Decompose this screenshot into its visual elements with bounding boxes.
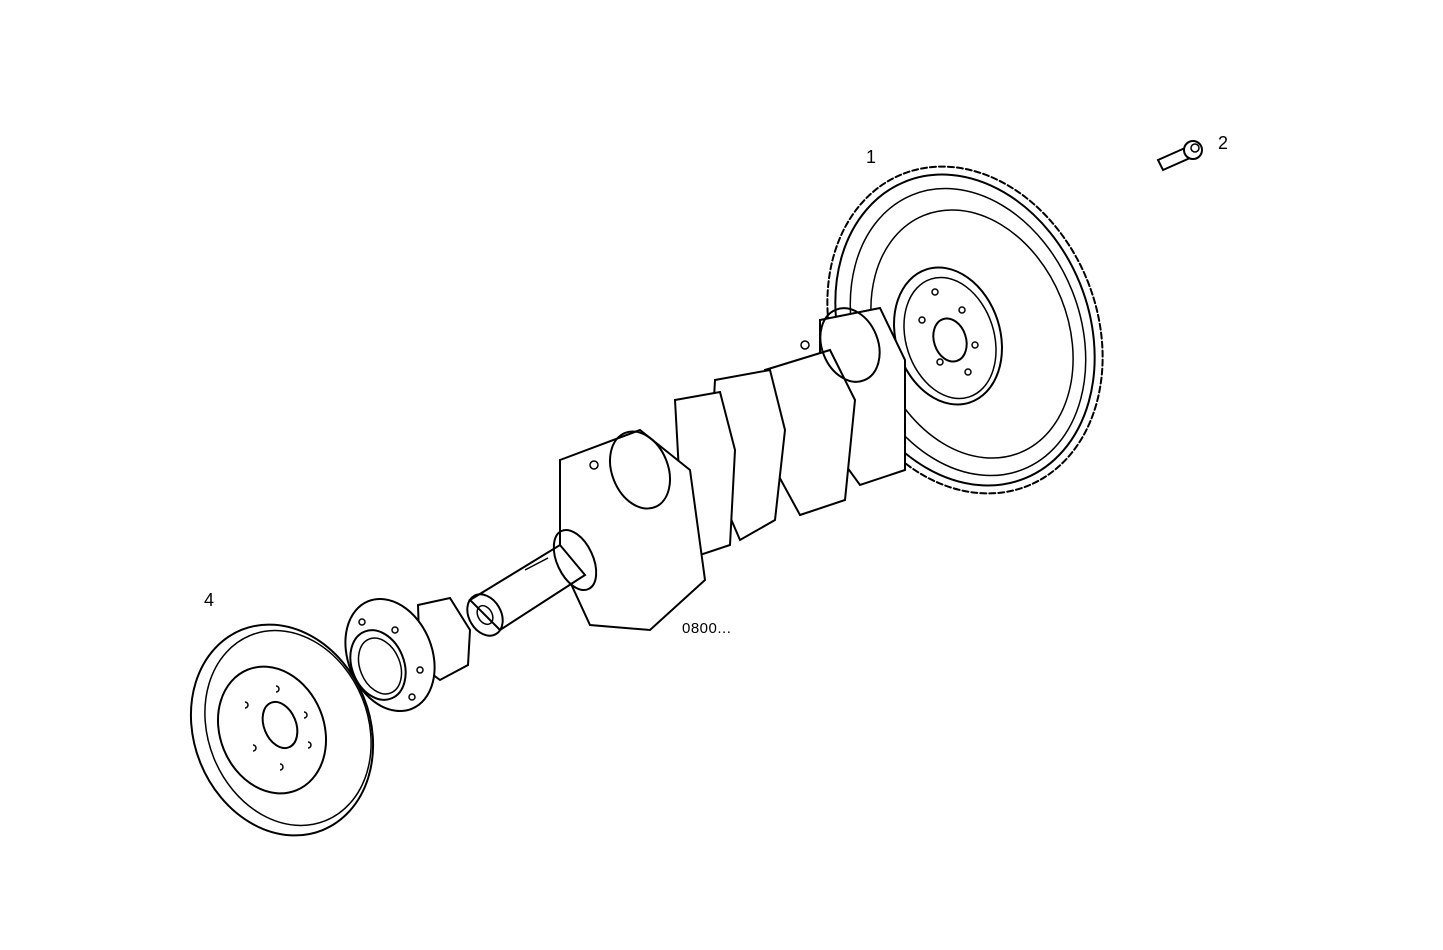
bolt-part <box>1156 140 1203 172</box>
callout-1: 1 <box>866 147 877 167</box>
callout-2: 2 <box>1218 133 1229 153</box>
pulley-part <box>189 623 375 837</box>
callout-4: 4 <box>204 590 215 610</box>
hub-part <box>344 596 472 713</box>
crankshaft-part <box>466 306 906 637</box>
reference-code: 0800... <box>682 620 732 637</box>
